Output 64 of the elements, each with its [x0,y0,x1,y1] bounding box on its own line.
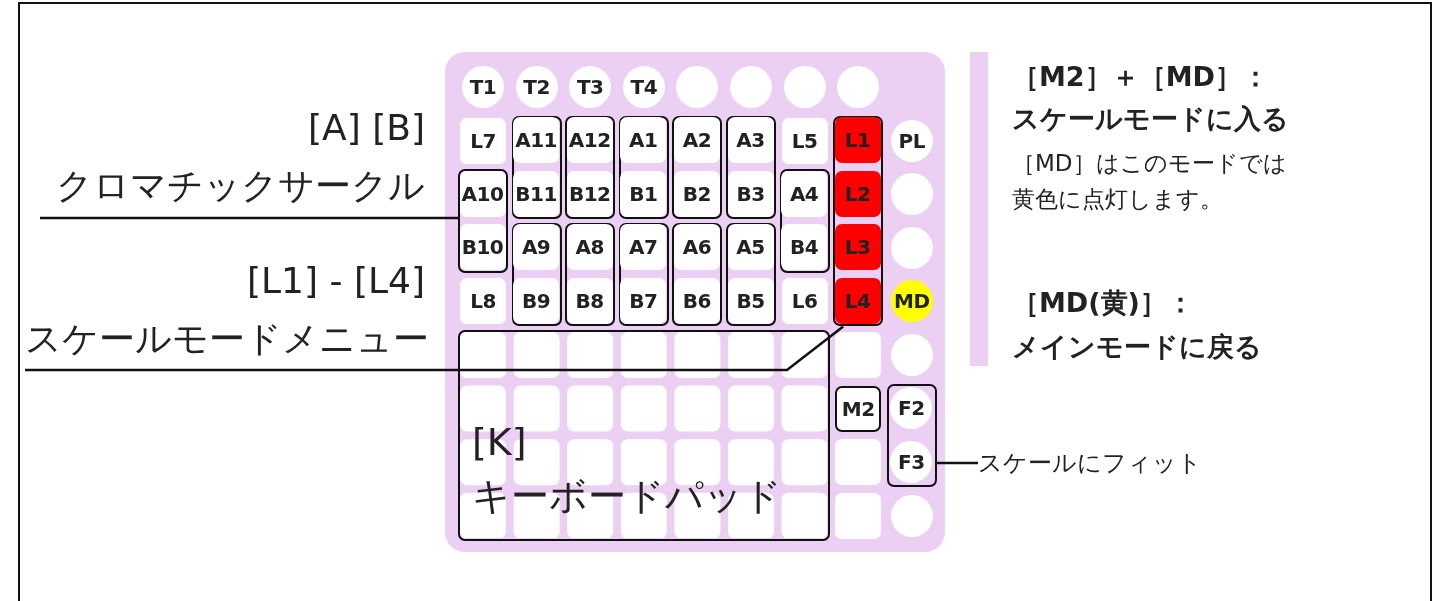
pad-button [835,332,882,378]
group-outline [672,222,723,327]
pad-button: A4 [781,170,828,217]
pad-button: B9 [513,277,560,324]
group-outline [833,115,884,327]
pad-button: A3 [727,117,774,164]
group-outline [672,115,723,220]
callout-label: [A] [B] [307,105,425,150]
group-outline [618,222,669,327]
pad-button: A7 [620,224,667,271]
pad-button: B2 [673,170,720,217]
callout-label: クロマチックサークル [55,163,425,208]
pad-button: L3 [834,224,881,271]
group-outline [726,115,776,220]
pad-button: A6 [673,224,720,271]
pad-button: B7 [620,277,667,324]
note-heading: ［M2］＋［MD］： [1012,60,1269,94]
note-heading: スケールモードに入る [1012,102,1289,136]
leader-line [936,461,978,465]
pad-button: A10 [459,170,506,217]
group-outline [511,115,562,220]
pad-button: A5 [727,224,774,271]
callout-label: スケールモードメニュー [25,317,425,361]
pad-button: L7 [460,117,506,164]
group-outline [886,383,937,488]
pad-button: L2 [834,170,881,217]
pad-button: B5 [727,277,774,324]
pad-button: B3 [727,170,774,217]
note-heading: メインモードに戻る [1012,330,1262,364]
pad-button: A8 [566,224,613,271]
group-outline [779,169,830,273]
callout-label: [L1] - [L4] [246,259,425,304]
pad-button: L5 [781,117,828,164]
pad-button: B10 [459,224,506,271]
pad-button: B1 [620,170,667,217]
leader-line [40,216,458,220]
group-outline [458,169,508,273]
pad-button: A1 [620,117,667,164]
pad-button: M2 [835,385,882,432]
group-outline [726,222,776,327]
pad-button: A11 [513,117,560,164]
pad-button: B6 [673,277,720,324]
pad-button: A9 [513,224,560,271]
pad-button: A2 [673,117,720,164]
note-text: ［MD］はこのモードでは黄色に点灯します。 [1012,149,1288,214]
group-outline [618,115,669,220]
pad-button: L4 [834,277,881,324]
pad-button: L8 [460,278,506,325]
area-label: キーボードパッド [472,474,782,520]
pad-button [835,492,882,539]
group-outline [565,115,616,220]
pad-button: B8 [566,277,613,324]
pad-button: B4 [781,224,828,271]
pad-button: B11 [513,170,560,217]
pad-button: A12 [566,117,613,164]
callout-label: スケールにフィット [978,447,1203,479]
group-outline [511,222,562,327]
pad-button: L6 [781,278,828,325]
pad-button: L1 [834,117,881,164]
group-outline [565,222,616,327]
pad-button [835,439,882,486]
pad-button: B12 [566,170,613,217]
note-heading: ［MD(黄)］： [1012,286,1194,320]
area-label: [K] [472,420,527,466]
